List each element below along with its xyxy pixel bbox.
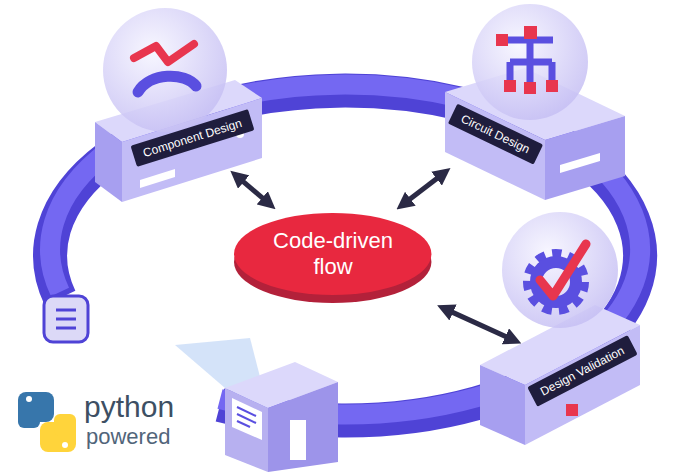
hub-top [234,213,431,295]
component-icon [138,76,196,92]
station-front [525,325,640,445]
logo-word: python [84,392,174,422]
cap-line [56,327,76,330]
ring-end-cap [44,296,88,342]
station-side [480,365,525,445]
circuit-icon [505,40,553,84]
python-logo-eye [26,396,32,402]
glass-dome [103,8,227,132]
double-arrow [236,176,269,204]
logo-word: powered [86,426,170,448]
machine-front [268,382,338,472]
glass-dome [502,212,618,328]
ring-track [50,91,640,421]
node-text: Code-driven flow [267,228,399,280]
python-logo [54,414,76,436]
station-button [566,404,578,416]
machine-side [225,388,268,472]
cap-line [56,318,76,321]
station-slot [560,153,600,173]
circuit-icon [504,80,516,92]
flow-hub: Code-driven flow [234,213,431,303]
glass-dome [472,4,588,120]
station-side [95,122,122,202]
component-icon [134,44,194,62]
machine-screen [232,398,262,440]
double-arrow [403,173,444,205]
python-logo [18,406,40,428]
station-slot [140,169,175,188]
circuit-icon [524,26,537,39]
screen-line [237,421,250,427]
check-mark [540,244,586,296]
circuit-icon [546,80,558,92]
python-logo-eye [62,442,68,448]
circuit-icon [496,34,508,46]
station-side [545,116,625,200]
machine-slot [290,420,306,460]
double-arrow [444,309,514,341]
cap-line [56,309,76,312]
circuit-icon [524,82,536,94]
